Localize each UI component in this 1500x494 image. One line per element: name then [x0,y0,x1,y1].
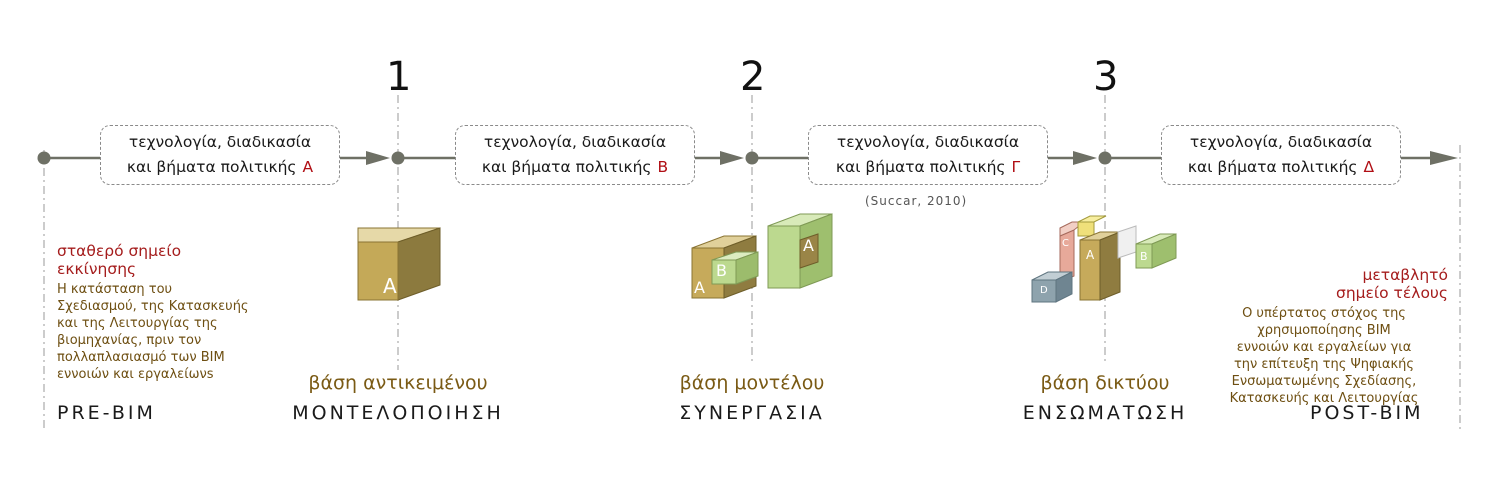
post-bim-description: Ο υπέρτατος στόχος της χρησιμοποίησης BI… [1200,305,1448,407]
pre-bim-desc-line: εννοιών και εργαλείωνs [57,367,214,382]
pre-bim-heading-1: σταθερό σημείο [57,242,182,260]
policy-box-line1: τεχνολογία, διαδικασία [128,133,312,151]
cube-label-stage3-b: B [1140,250,1148,263]
stage-2-sub-label: βάση μοντέλου [679,372,825,394]
post-bim-desc-line: χρησιμοποίησης BIM [1257,323,1391,338]
stage-1-main-label: ΜΟΝΤΕΛΟΠΟΙΗΣΗ [292,402,504,424]
stage-number-3: 3 [1093,54,1119,100]
policy-box-a: τεχνολογία, διαδικασία και βήματα πολιτι… [100,125,340,185]
policy-box-d: τεχνολογία, διαδικασία και βήματα πολιτι… [1161,125,1401,185]
cube-label-stage2-left-b: B [716,261,727,280]
stage-1-sub-label: βάση αντικειμένου [308,372,488,394]
cube-label-stage3-c: C [1062,238,1069,249]
arrow-1 [366,151,390,165]
policy-box-c: τεχνολογία, διαδικασία και βήματα πολιτι… [808,125,1048,185]
dot-stage-1 [391,151,405,165]
dot-stage-2 [745,151,759,165]
post-bim-desc-line: Ενσωματωμένης Σχεδίασης, [1231,374,1417,389]
policy-box-letter: Β [657,158,669,176]
arrow-3 [1073,151,1097,165]
policy-box-line2: και βήματα πολιτικής [481,158,652,176]
vertical-guides [43,95,1461,430]
stage-number-1: 1 [386,54,412,100]
citation: (Succar, 2010) [865,194,968,208]
post-bim-panel: μεταβλητό σημείο τέλους Ο υπέρτατος στόχ… [1200,266,1448,407]
dot-start [37,151,51,165]
pre-bim-desc-line: Σχεδιασμού, της Κατασκευής [57,299,249,314]
pre-bim-heading-2: εκκίνησης [57,260,137,278]
policy-box-line2: και βήματα πολιτικής [1187,158,1358,176]
post-bim-desc-line: Κατασκευής και Λειτουργίας [1229,391,1419,406]
stage1-cube [357,227,441,301]
pre-bim-desc-line: Η κατάσταση του [57,282,173,297]
pre-bim-label: PRE-BIM [57,402,156,424]
arrow-end [1430,151,1458,165]
pre-bim-panel: σταθερό σημείο εκκίνησης Η κατάσταση του… [57,242,297,383]
stage-number-2: 2 [740,54,766,100]
cube-label-stage1: A [383,274,397,298]
cube-label-stage2-left-a: A [694,278,705,297]
pre-bim-desc-line: και της Λειτουργίας της [57,316,218,331]
cube-label-stage3-d: D [1040,285,1048,296]
stage2-blocks [691,213,833,299]
policy-box-letter: Δ [1363,158,1375,176]
pre-bim-desc-line: βιομηχανίας, πριν τον [57,333,202,348]
policy-box-letter: Α [302,158,314,176]
arrowheads [366,151,1458,165]
dot-stage-3 [1098,151,1112,165]
cube-label-stage3-a: A [1086,248,1095,262]
stage3-assembly [1031,215,1177,303]
arrow-2 [720,151,744,165]
post-bim-desc-line: Ο υπέρτατος στόχος της [1242,306,1406,321]
policy-box-line1: τεχνολογία, διαδικασία [1189,133,1373,151]
pre-bim-description: Η κατάσταση του Σχεδιασμού, της Κατασκευ… [57,281,297,383]
stage-3-main-label: ΕΝΣΩΜΑΤΩΣΗ [1022,402,1188,424]
post-bim-label: POST-BIM [1310,402,1424,424]
post-bim-desc-line: εννοιών και εργαλείων για [1236,340,1412,355]
stage-3-sub-label: βάση δικτύου [1040,372,1170,394]
policy-box-letter: Γ [1011,158,1021,176]
post-bim-heading-2: σημείο τέλους [1336,284,1448,302]
post-bim-desc-line: την επίτευξη της Ψηφιακής [1233,357,1415,372]
policy-box-line2: και βήματα πολιτικής [126,158,297,176]
timeline-dots [37,151,1112,165]
policy-box-line1: τεχνολογία, διαδικασία [836,133,1020,151]
stage-2-main-label: ΣΥΝΕΡΓΑΣΙΑ [679,402,825,424]
policy-box-line1: τεχνολογία, διαδικασία [483,133,667,151]
post-bim-heading-1: μεταβλητό [1362,266,1449,284]
policy-box-line2: και βήματα πολιτικής [835,158,1006,176]
pre-bim-desc-line: πολλαπλασιασμό των BIM [57,350,225,365]
cube-label-stage2-right-a: A [803,236,814,255]
policy-box-b: τεχνολογία, διαδικασία και βήματα πολιτι… [455,125,695,185]
